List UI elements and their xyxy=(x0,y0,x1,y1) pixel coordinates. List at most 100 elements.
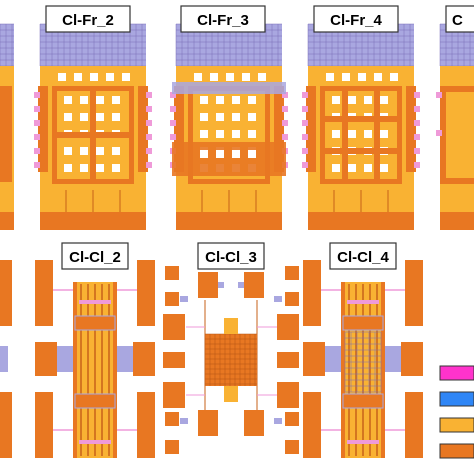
pink-finger xyxy=(282,134,288,140)
via-square xyxy=(58,73,66,81)
gate-contact xyxy=(96,164,104,172)
column-edge xyxy=(381,282,385,458)
pink-finger xyxy=(282,106,288,112)
via-square xyxy=(374,73,382,81)
pink-finger xyxy=(302,120,308,126)
gate-contact xyxy=(364,164,372,172)
pink-finger xyxy=(170,134,176,140)
probe-pad xyxy=(285,292,299,306)
gate-contact xyxy=(216,150,224,158)
probe-pad xyxy=(165,440,179,454)
gate-contact xyxy=(96,147,104,155)
gate-contact xyxy=(80,96,88,104)
gate-contact xyxy=(248,96,256,104)
via-square xyxy=(358,73,366,81)
gate-contact xyxy=(80,113,88,121)
gate-contact xyxy=(80,164,88,172)
side-pad-right xyxy=(133,342,155,376)
probe-pad xyxy=(285,266,299,280)
probe-pad xyxy=(0,260,12,326)
side-pad-right xyxy=(138,86,148,172)
bottom-contact xyxy=(440,212,474,230)
array-feed xyxy=(224,386,238,402)
label-cl-cl-3: Cl-Cl_3 xyxy=(197,242,265,270)
via-square xyxy=(210,73,218,81)
gate-bar-h xyxy=(320,116,402,122)
probe-pad xyxy=(35,392,53,458)
side-pad-left xyxy=(306,86,316,172)
stub xyxy=(180,296,188,302)
pink-connector xyxy=(79,300,111,304)
side-pad-left xyxy=(38,86,48,172)
pink-finger xyxy=(146,92,152,98)
gate-contact xyxy=(348,96,356,104)
gate-block xyxy=(342,393,384,409)
gate-contact xyxy=(332,96,340,104)
via-square xyxy=(390,73,398,81)
gate-contact xyxy=(364,96,372,104)
gate-contact xyxy=(232,150,240,158)
gate-contact xyxy=(348,164,356,172)
label-cl-cl-2: Cl-Cl_2 xyxy=(61,242,129,270)
via-square xyxy=(106,73,114,81)
gate-contact xyxy=(200,113,208,121)
panel-cl-fr-3 xyxy=(170,23,288,230)
probe-pad xyxy=(285,412,299,426)
label-cl-fr-3-text: Cl-Fr_3 xyxy=(197,12,249,29)
probe-pad xyxy=(137,260,155,326)
side-pad-right xyxy=(406,86,416,172)
bottom-contact xyxy=(308,212,414,230)
gate-contact xyxy=(380,130,388,138)
via-square xyxy=(74,73,82,81)
probe-pad xyxy=(244,410,264,436)
pink-finger xyxy=(436,92,442,98)
stub xyxy=(218,282,224,288)
stub xyxy=(238,282,244,288)
gate-contact xyxy=(332,164,340,172)
probe-pad xyxy=(165,292,179,306)
gate-contact xyxy=(200,130,208,138)
probe-pad xyxy=(163,352,185,368)
stub xyxy=(180,418,188,424)
via-square xyxy=(90,73,98,81)
pink-finger xyxy=(414,134,420,140)
probe-pad xyxy=(0,392,12,458)
gate-inner xyxy=(446,92,474,178)
gate-bar-h xyxy=(320,148,402,154)
column-edge xyxy=(73,282,77,458)
gate-contact xyxy=(380,96,388,104)
probe-pad xyxy=(137,392,155,458)
legend-swatch-magenta xyxy=(439,365,474,381)
column-edge xyxy=(113,282,117,458)
probe-pad xyxy=(303,392,321,458)
label-cl-cl-4-text: Cl-Cl_4 xyxy=(337,249,389,266)
probe-pad xyxy=(244,272,264,298)
pink-finger xyxy=(302,134,308,140)
probe-pad xyxy=(163,382,185,408)
gate-contact xyxy=(248,113,256,121)
pink-finger xyxy=(34,106,40,112)
side-pad-left xyxy=(303,342,325,376)
gate-block xyxy=(342,315,384,331)
pink-finger xyxy=(302,92,308,98)
panel-cl-fr-5-partial xyxy=(436,23,474,230)
gate-contact xyxy=(64,113,72,121)
gate-contact xyxy=(348,130,356,138)
probe-pad xyxy=(277,314,299,340)
panel-cl-cl-2 xyxy=(35,260,155,458)
pink-connector xyxy=(347,300,379,304)
pink-finger xyxy=(34,148,40,154)
bottom-contact xyxy=(40,212,146,230)
pink-connector xyxy=(347,440,379,444)
probe-pad xyxy=(405,392,423,458)
panel-cl-fr-4 xyxy=(302,23,420,230)
pink-finger xyxy=(414,148,420,154)
stub xyxy=(274,418,282,424)
gate-contact xyxy=(232,96,240,104)
pink-finger xyxy=(282,120,288,126)
gate-bar-v xyxy=(374,86,380,184)
legend-swatch-blue xyxy=(439,391,474,407)
pink-finger xyxy=(170,106,176,112)
